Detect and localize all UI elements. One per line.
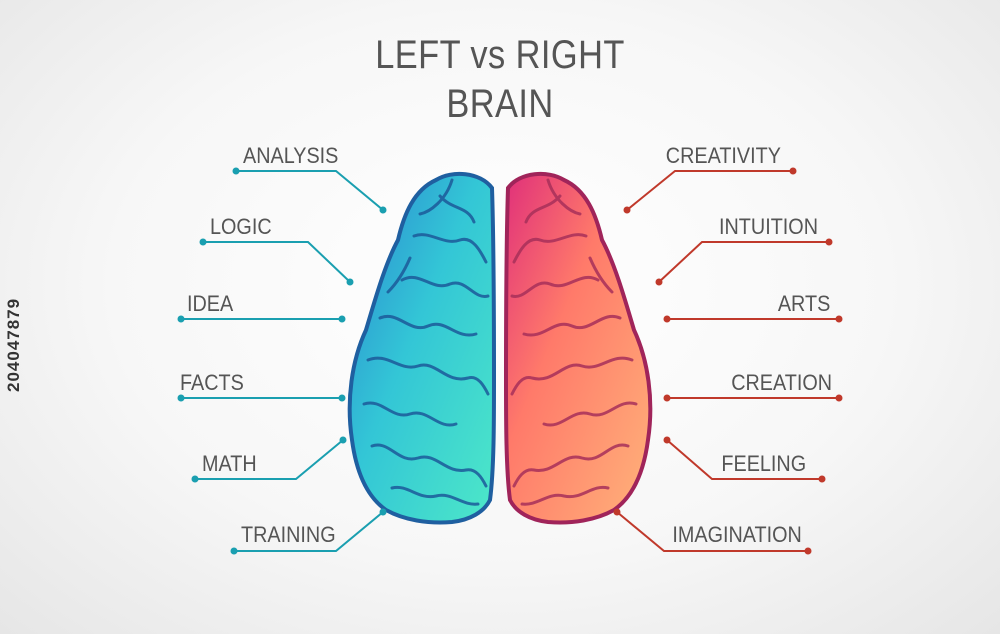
label-facts: FACTS [180,370,244,395]
right-hemisphere [504,171,653,525]
label-analysis: ANALYSIS [243,143,339,168]
label-training: TRAINING [241,522,336,547]
title-line-1: LEFT vs RIGHT [375,33,625,77]
right-connector-dots [613,167,843,555]
left-hemisphere [347,171,496,525]
label-arts: ARTS [777,291,830,316]
label-idea: IDEA [187,291,234,316]
connector-math [195,439,344,480]
label-imagination: IMAGINATION [672,522,802,547]
label-logic: LOGIC [210,214,272,239]
label-creativity: CREATIVITY [665,143,781,168]
right-connectors [616,170,839,552]
label-creation: CREATION [731,370,832,395]
connector-analysis [236,170,384,211]
left-connectors [181,170,384,552]
label-intuition: INTUITION [719,214,818,239]
label-math: MATH [202,451,257,476]
connector-imagination [616,511,808,552]
watermark-id: 204047879 [4,297,23,392]
connector-feeling [666,439,822,480]
connector-logic [203,241,351,283]
connector-intuition [658,241,829,283]
connector-training [234,511,384,552]
label-feeling: FEELING [721,451,806,476]
title-line-2: BRAIN [446,82,554,126]
left-connector-dots [177,167,387,555]
connector-creativity [626,170,793,211]
